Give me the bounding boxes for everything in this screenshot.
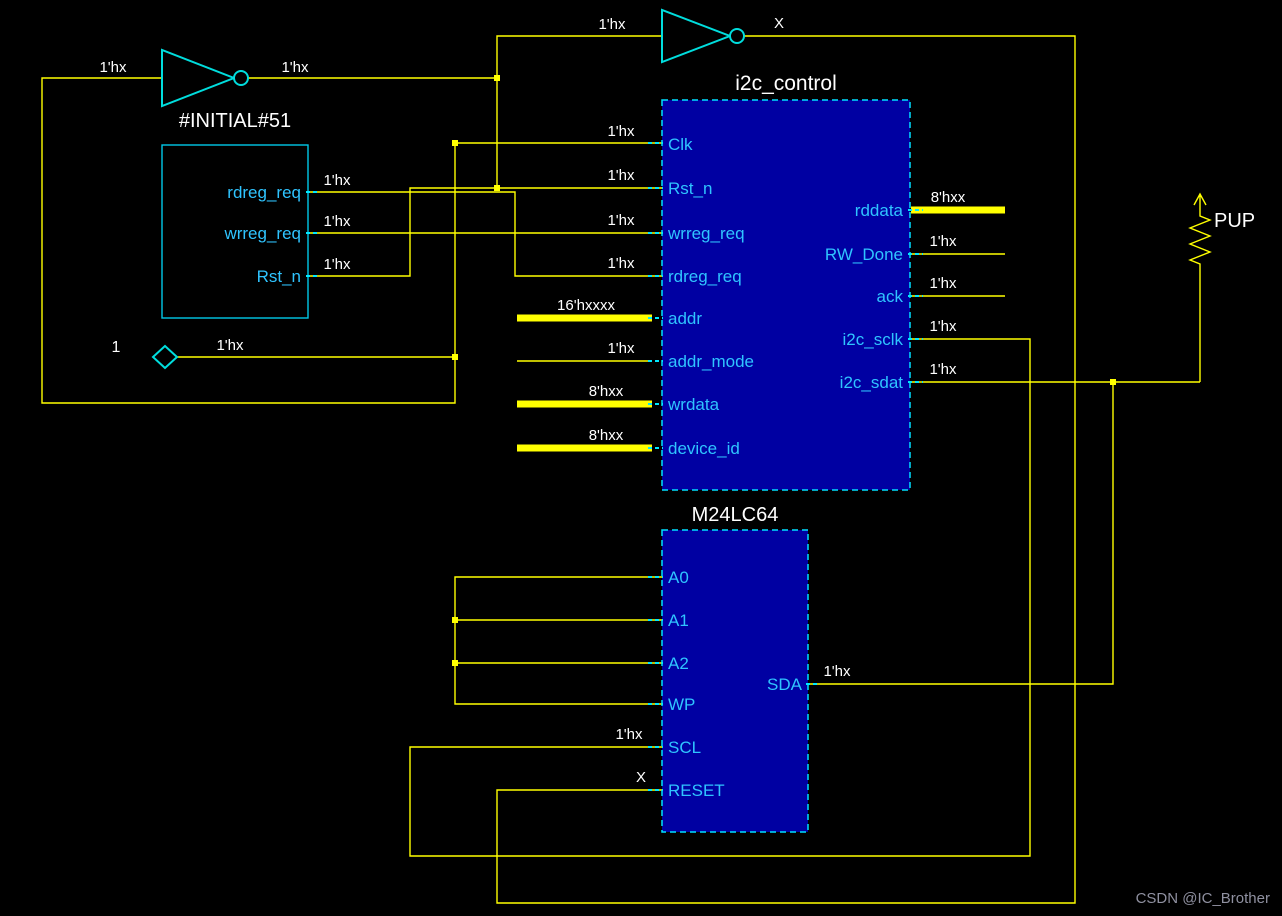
- value-label: 1'hx: [607, 123, 635, 140]
- pin-a2[interactable]: A2: [668, 654, 689, 673]
- value-label: 16'hxxxx: [557, 297, 615, 314]
- junction-dot: [452, 617, 458, 623]
- initial-block: #INITIAL#51 rdreg_req wrreg_req Rst_n 1'…: [161, 110, 351, 319]
- resistor-zigzag: [1188, 206, 1212, 272]
- value-label: 1'hx: [929, 361, 957, 378]
- pullup-resistor[interactable]: PUP: [1188, 192, 1255, 272]
- value-label: 1'hx: [598, 16, 626, 33]
- m24lc64-rect[interactable]: [661, 529, 809, 833]
- constant-diamond: [151, 344, 179, 370]
- m24lc64-block: M24LC64 A0 A1 A2 WP SCL RESET SDA 1'hx X…: [615, 504, 851, 833]
- value-label: 1'hx: [323, 256, 351, 273]
- pin-wrreg-req[interactable]: wrreg_req: [667, 224, 745, 243]
- pin-reset[interactable]: RESET: [668, 781, 725, 800]
- value-label: 1'hx: [281, 59, 309, 76]
- pin-i2c-sclk[interactable]: i2c_sclk: [843, 330, 904, 349]
- junction-dot: [452, 660, 458, 666]
- pin-a1[interactable]: A1: [668, 611, 689, 630]
- pin-rdreg-req[interactable]: rdreg_req: [668, 267, 742, 286]
- pin-rst-n[interactable]: Rst_n: [257, 267, 301, 286]
- value-label: 1'hx: [99, 59, 127, 76]
- pin-rst-n[interactable]: Rst_n: [668, 179, 712, 198]
- net-sda-branch[interactable]: [808, 382, 1114, 685]
- net-x-outer-loop[interactable]: [496, 35, 1076, 904]
- value-label: 1'hx: [929, 275, 957, 292]
- pin-wp[interactable]: WP: [668, 695, 695, 714]
- value-label: 1'hx: [607, 255, 635, 272]
- value-label: 8'hxx: [589, 383, 624, 400]
- pin-wrdata[interactable]: wrdata: [667, 395, 720, 414]
- junction-dot: [452, 354, 458, 360]
- net-i2c-sclk-to-scl[interactable]: [409, 338, 1031, 857]
- value-label: X: [774, 15, 784, 32]
- value-label: 1'hx: [323, 172, 351, 189]
- i2c-control-rect[interactable]: [661, 99, 911, 491]
- value-label: 8'hxx: [931, 189, 966, 206]
- junction-dot: [452, 140, 458, 146]
- buses: [517, 206, 1005, 452]
- watermark: CSDN @IC_Brother: [1136, 890, 1270, 907]
- net-clk-loop[interactable]: [41, 77, 662, 404]
- not-gate-top[interactable]: 1'hx X: [598, 8, 784, 64]
- value-label: 1'hx: [323, 213, 351, 230]
- pin-clk[interactable]: Clk: [668, 135, 693, 154]
- pin-rw-done[interactable]: RW_Done: [825, 245, 903, 264]
- pin-rdreg-req[interactable]: rdreg_req: [227, 183, 301, 202]
- pin-rddata[interactable]: rddata: [855, 201, 904, 220]
- junction-dot: [494, 75, 500, 81]
- pin-sda[interactable]: SDA: [767, 675, 803, 694]
- pin-scl[interactable]: SCL: [668, 738, 701, 757]
- net-rstn-to-i2c[interactable]: [308, 187, 662, 277]
- pin-wrreg-req[interactable]: wrreg_req: [223, 224, 301, 243]
- initial-block-title: #INITIAL#51: [179, 110, 291, 132]
- net-m24-address-pins[interactable]: [454, 576, 662, 705]
- i2c-control-title: i2c_control: [735, 72, 837, 95]
- initial-block-rect[interactable]: [161, 144, 309, 319]
- value-label: 1'hx: [823, 663, 851, 680]
- value-label: X: [636, 769, 646, 786]
- nets: [41, 35, 1201, 904]
- pin-device-id[interactable]: device_id: [668, 439, 740, 458]
- pullup-label: PUP: [1214, 210, 1255, 232]
- not-gate-bubble: [729, 28, 745, 44]
- constant-one-source[interactable]: 1 1'hx: [112, 337, 244, 370]
- i2c-control-block: i2c_control Clk Rst_n wrreg_req rdreg_re…: [557, 72, 966, 491]
- pin-i2c-sdat[interactable]: i2c_sdat: [840, 373, 904, 392]
- pin-a0[interactable]: A0: [668, 568, 689, 587]
- value-label: 1'hx: [615, 726, 643, 743]
- junctions: [452, 75, 1116, 666]
- value-label: 8'hxx: [589, 427, 624, 444]
- constant-literal: 1: [112, 339, 121, 356]
- m24lc64-title: M24LC64: [692, 504, 779, 526]
- value-label: 1'hx: [216, 337, 244, 354]
- value-label: 1'hx: [929, 233, 957, 250]
- junction-dot: [494, 185, 500, 191]
- pin-ack[interactable]: ack: [877, 287, 904, 306]
- not-gate-left[interactable]: 1'hx 1'hx: [99, 48, 309, 108]
- not-gate-bubble: [233, 70, 249, 86]
- net-rstn-vertical[interactable]: [496, 35, 662, 188]
- pin-addr[interactable]: addr: [668, 309, 702, 328]
- value-label: 1'hx: [607, 167, 635, 184]
- junction-dot: [1110, 379, 1116, 385]
- not-gate-triangle: [661, 8, 733, 64]
- value-label: 1'hx: [607, 212, 635, 229]
- not-gate-triangle: [161, 48, 237, 108]
- value-label: 1'hx: [607, 340, 635, 357]
- arrow-up-icon: [1193, 192, 1207, 206]
- pin-addr-mode[interactable]: addr_mode: [668, 352, 754, 371]
- net-rdreg-req[interactable]: [308, 191, 662, 277]
- value-label: 1'hx: [929, 318, 957, 335]
